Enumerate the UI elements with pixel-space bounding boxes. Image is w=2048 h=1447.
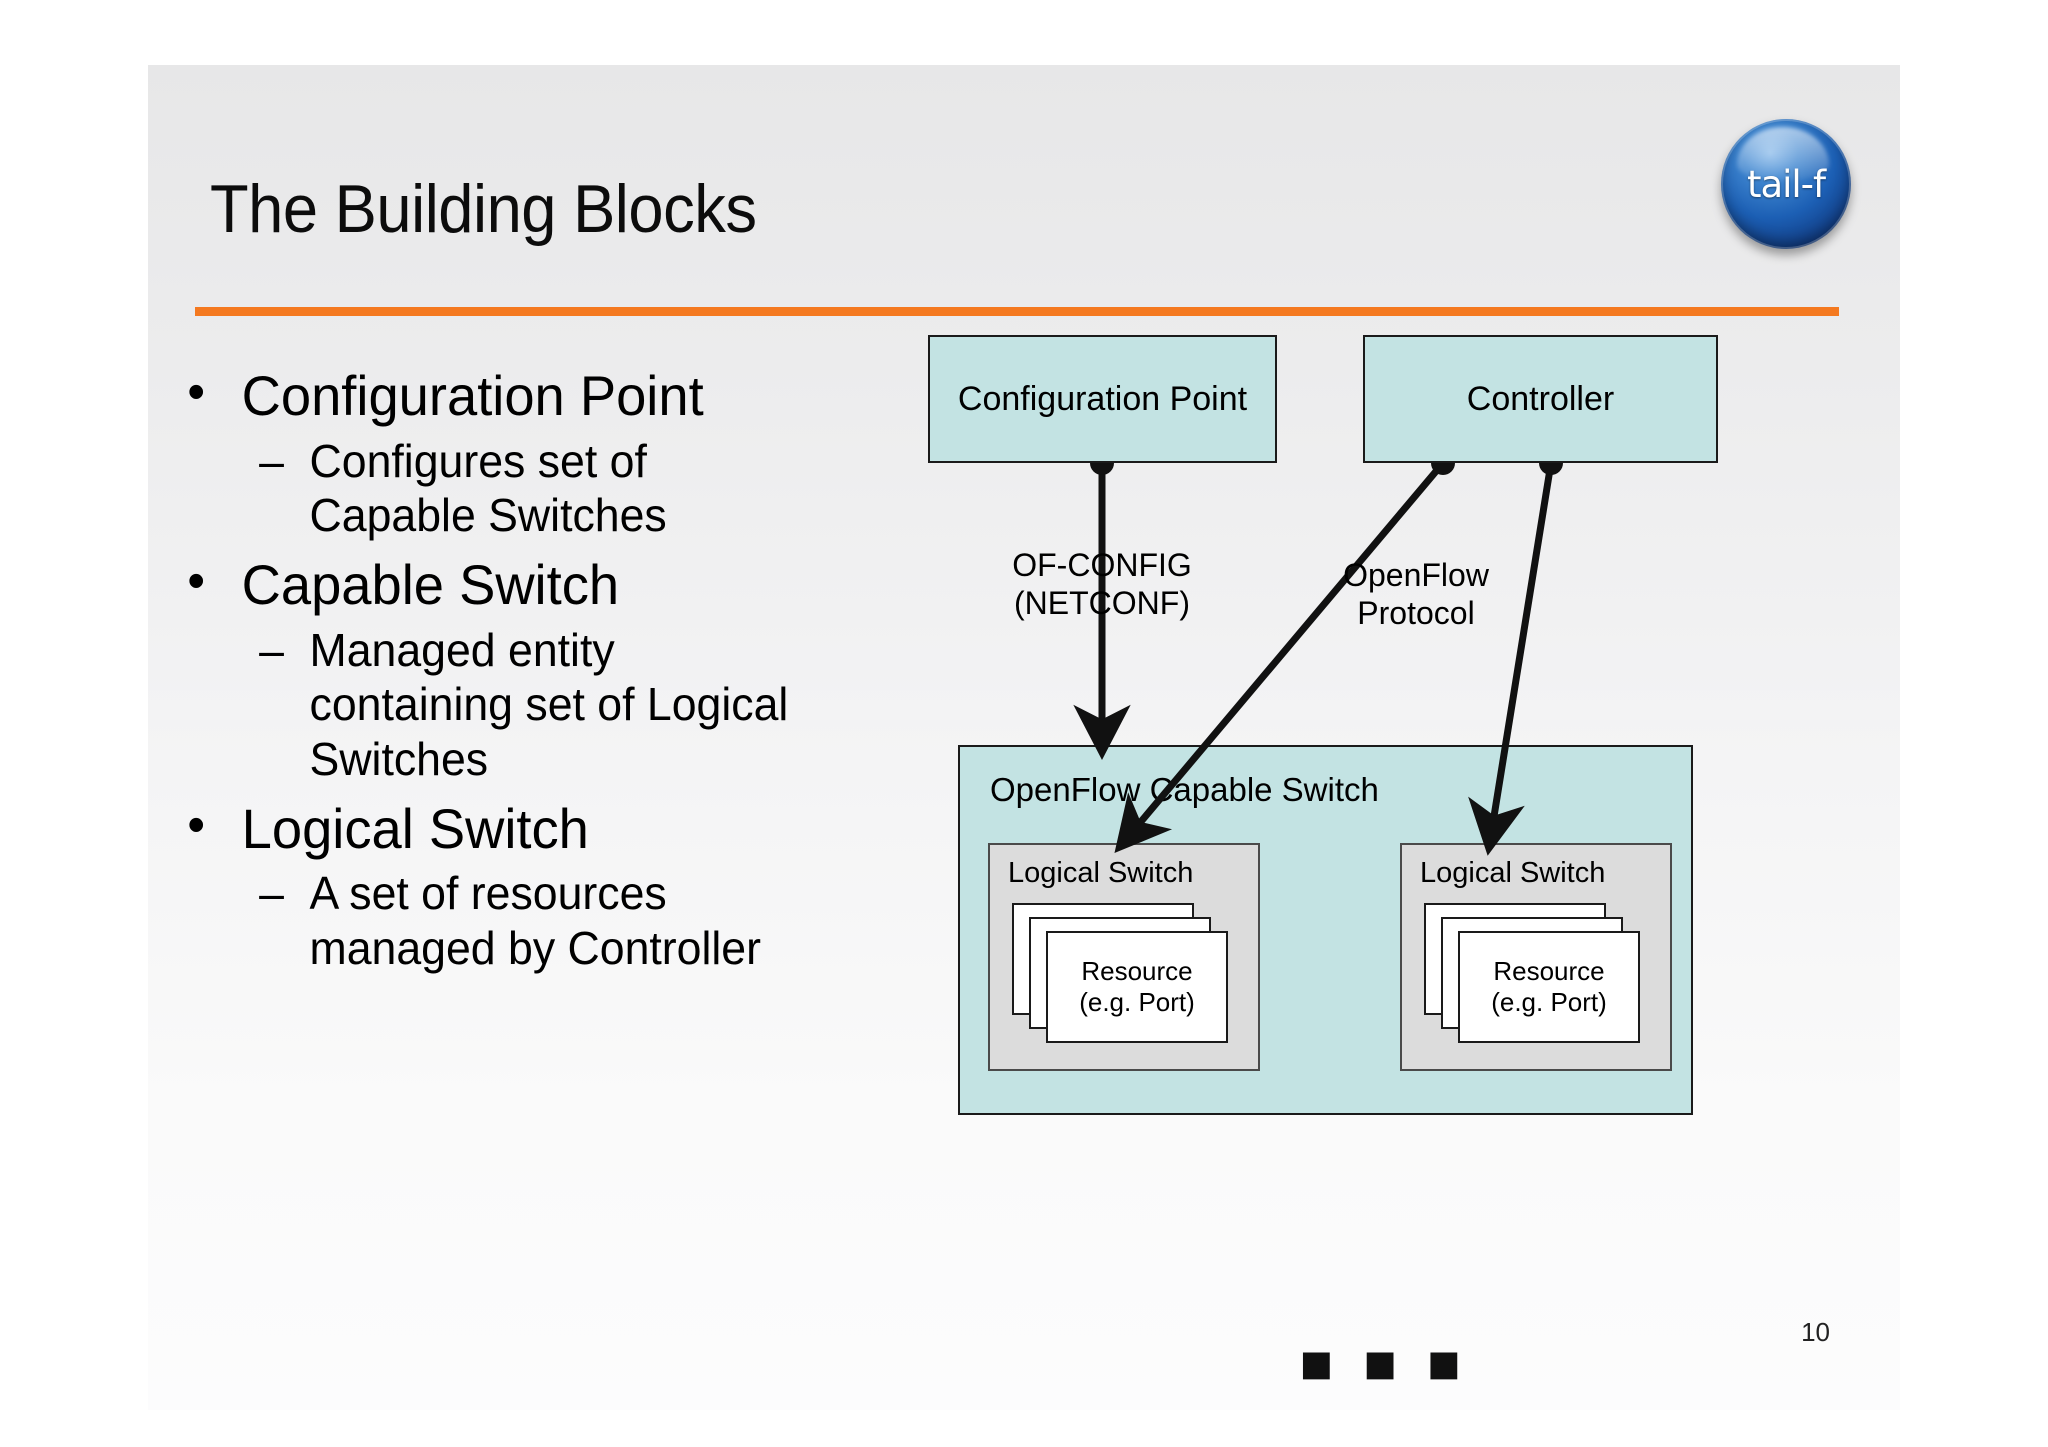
bullet-marker-icon: • xyxy=(187,363,206,421)
sub-bullet-set-of-resources: – A set of resources managed by Controll… xyxy=(166,866,874,975)
title-divider-rule xyxy=(195,307,1839,316)
tail-f-logo: tail-f xyxy=(1711,111,1863,263)
sub-bullet-label: Managed entity containing set of Logical… xyxy=(309,623,789,785)
node-openflow-capable-switch[interactable]: OpenFlow Capable Switch Logical Switch R… xyxy=(958,745,1693,1389)
page-number: 10 xyxy=(1801,1317,1830,1347)
bullet-label: Logical Switch xyxy=(241,796,589,860)
edge-label-openflow: OpenFlow Protocol xyxy=(1266,557,1566,633)
bullet-item-configuration-point: • Configuration Point xyxy=(166,363,874,428)
sub-bullet-label: Configures set of Capable Switches xyxy=(309,434,667,541)
bullet-label: Configuration Point xyxy=(241,364,704,427)
bullet-marker-icon: • xyxy=(187,795,206,854)
edge-label-openflow-line1: OpenFlow xyxy=(1343,557,1489,593)
node-logical-switch-right[interactable]: Logical Switch Resource (e.g. Port) xyxy=(1400,843,1672,1071)
resource-card-stack: Resource (e.g. Port) xyxy=(1424,903,1652,1055)
resource-label-line1: Resource xyxy=(1493,955,1605,986)
edge-label-of-config-line2: (NETCONF) xyxy=(1014,584,1190,621)
diagram-edges xyxy=(1073,451,1563,856)
edge-openflow-right-line xyxy=(1468,462,1555,856)
sub-bullet-label: A set of resources managed by Controller xyxy=(309,867,761,974)
resource-label-line1: Resource xyxy=(1081,955,1193,986)
edge-openflow-left-line xyxy=(1114,460,1446,854)
resource-label-line2: (e.g. Port) xyxy=(1079,987,1195,1017)
slide-canvas: The Building Blocks tail-f • Configurati… xyxy=(148,65,1900,1410)
sub-bullet-dash-icon: – xyxy=(259,623,284,676)
bullet-label: Capable Switch xyxy=(241,553,620,617)
sub-bullet-managed-entity: – Managed entity containing set of Logic… xyxy=(166,623,874,786)
edge-label-of-config-line1: OF-CONFIG xyxy=(1012,547,1192,583)
node-controller[interactable]: Controller xyxy=(1363,335,1718,463)
edge-label-of-config: OF-CONFIG (NETCONF) xyxy=(952,547,1252,623)
resource-card-stack: Resource (e.g. Port) xyxy=(1012,903,1240,1055)
logo-wordmark: tail-f xyxy=(1746,162,1826,206)
resource-label-line2: (e.g. Port) xyxy=(1491,987,1607,1017)
edge-label-openflow-line2: Protocol xyxy=(1357,594,1475,631)
bullet-list: • Configuration Point – Configures set o… xyxy=(166,363,896,987)
node-logical-switch-left[interactable]: Logical Switch Resource (e.g. Port) xyxy=(988,843,1260,1071)
bullet-marker-icon: • xyxy=(187,552,206,611)
bullet-item-logical-switch: • Logical Switch xyxy=(166,795,874,861)
logical-switch-label: Logical Switch xyxy=(1420,857,1606,889)
logical-switch-label: Logical Switch xyxy=(1008,857,1194,889)
ellipsis-more-logical-switches: ▪ ▪ ▪ xyxy=(1298,1330,1468,1393)
logo-ring xyxy=(1721,119,1851,249)
node-configuration-point-label: Configuration Point xyxy=(957,379,1248,418)
resource-card-front[interactable]: Resource (e.g. Port) xyxy=(1458,931,1640,1043)
page-title: The Building Blocks xyxy=(210,171,757,247)
sub-bullet-dash-icon: – xyxy=(259,867,284,920)
node-controller-label: Controller xyxy=(1466,379,1615,418)
architecture-diagram: Configuration Point Controller OF-CONFIG… xyxy=(908,325,1888,1389)
node-capable-switch-label: OpenFlow Capable Switch xyxy=(990,771,1379,808)
resource-card-front[interactable]: Resource (e.g. Port) xyxy=(1046,931,1228,1043)
sub-bullet-dash-icon: – xyxy=(259,434,284,487)
node-configuration-point[interactable]: Configuration Point xyxy=(928,335,1277,463)
logo-gloss-highlight xyxy=(1737,127,1829,181)
sub-bullet-configures-set-of-capable-switches: – Configures set of Capable Switches xyxy=(166,434,874,543)
bullet-item-capable-switch: • Capable Switch xyxy=(166,552,874,617)
